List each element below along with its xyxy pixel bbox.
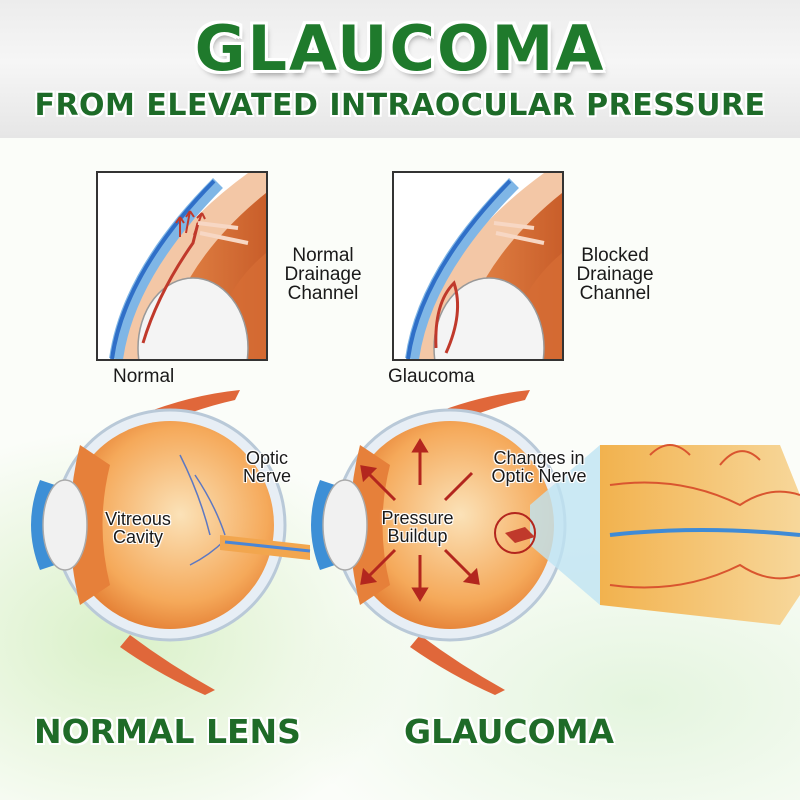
footer-glaucoma: GLAUCOMA [404, 712, 615, 751]
blocked-drainage-illustration [405, 173, 562, 359]
inset-normal-drainage [96, 171, 268, 361]
inset-blocked-drainage [392, 171, 564, 361]
page-subtitle: FROM ELEVATED INTRAOCULAR PRESSURE [34, 88, 766, 123]
inset-caption-glaucoma: Glaucoma [388, 366, 475, 387]
normal-eye-illustration [31, 390, 311, 695]
glaucoma-eye-illustration [311, 390, 800, 695]
header-banner [0, 0, 800, 138]
normal-drainage-illustration [109, 173, 266, 359]
inset-caption-normal: Normal [113, 366, 175, 387]
page-title: GLAUCOMA [194, 12, 606, 85]
footer-normal-lens: NORMAL LENS [34, 712, 301, 751]
